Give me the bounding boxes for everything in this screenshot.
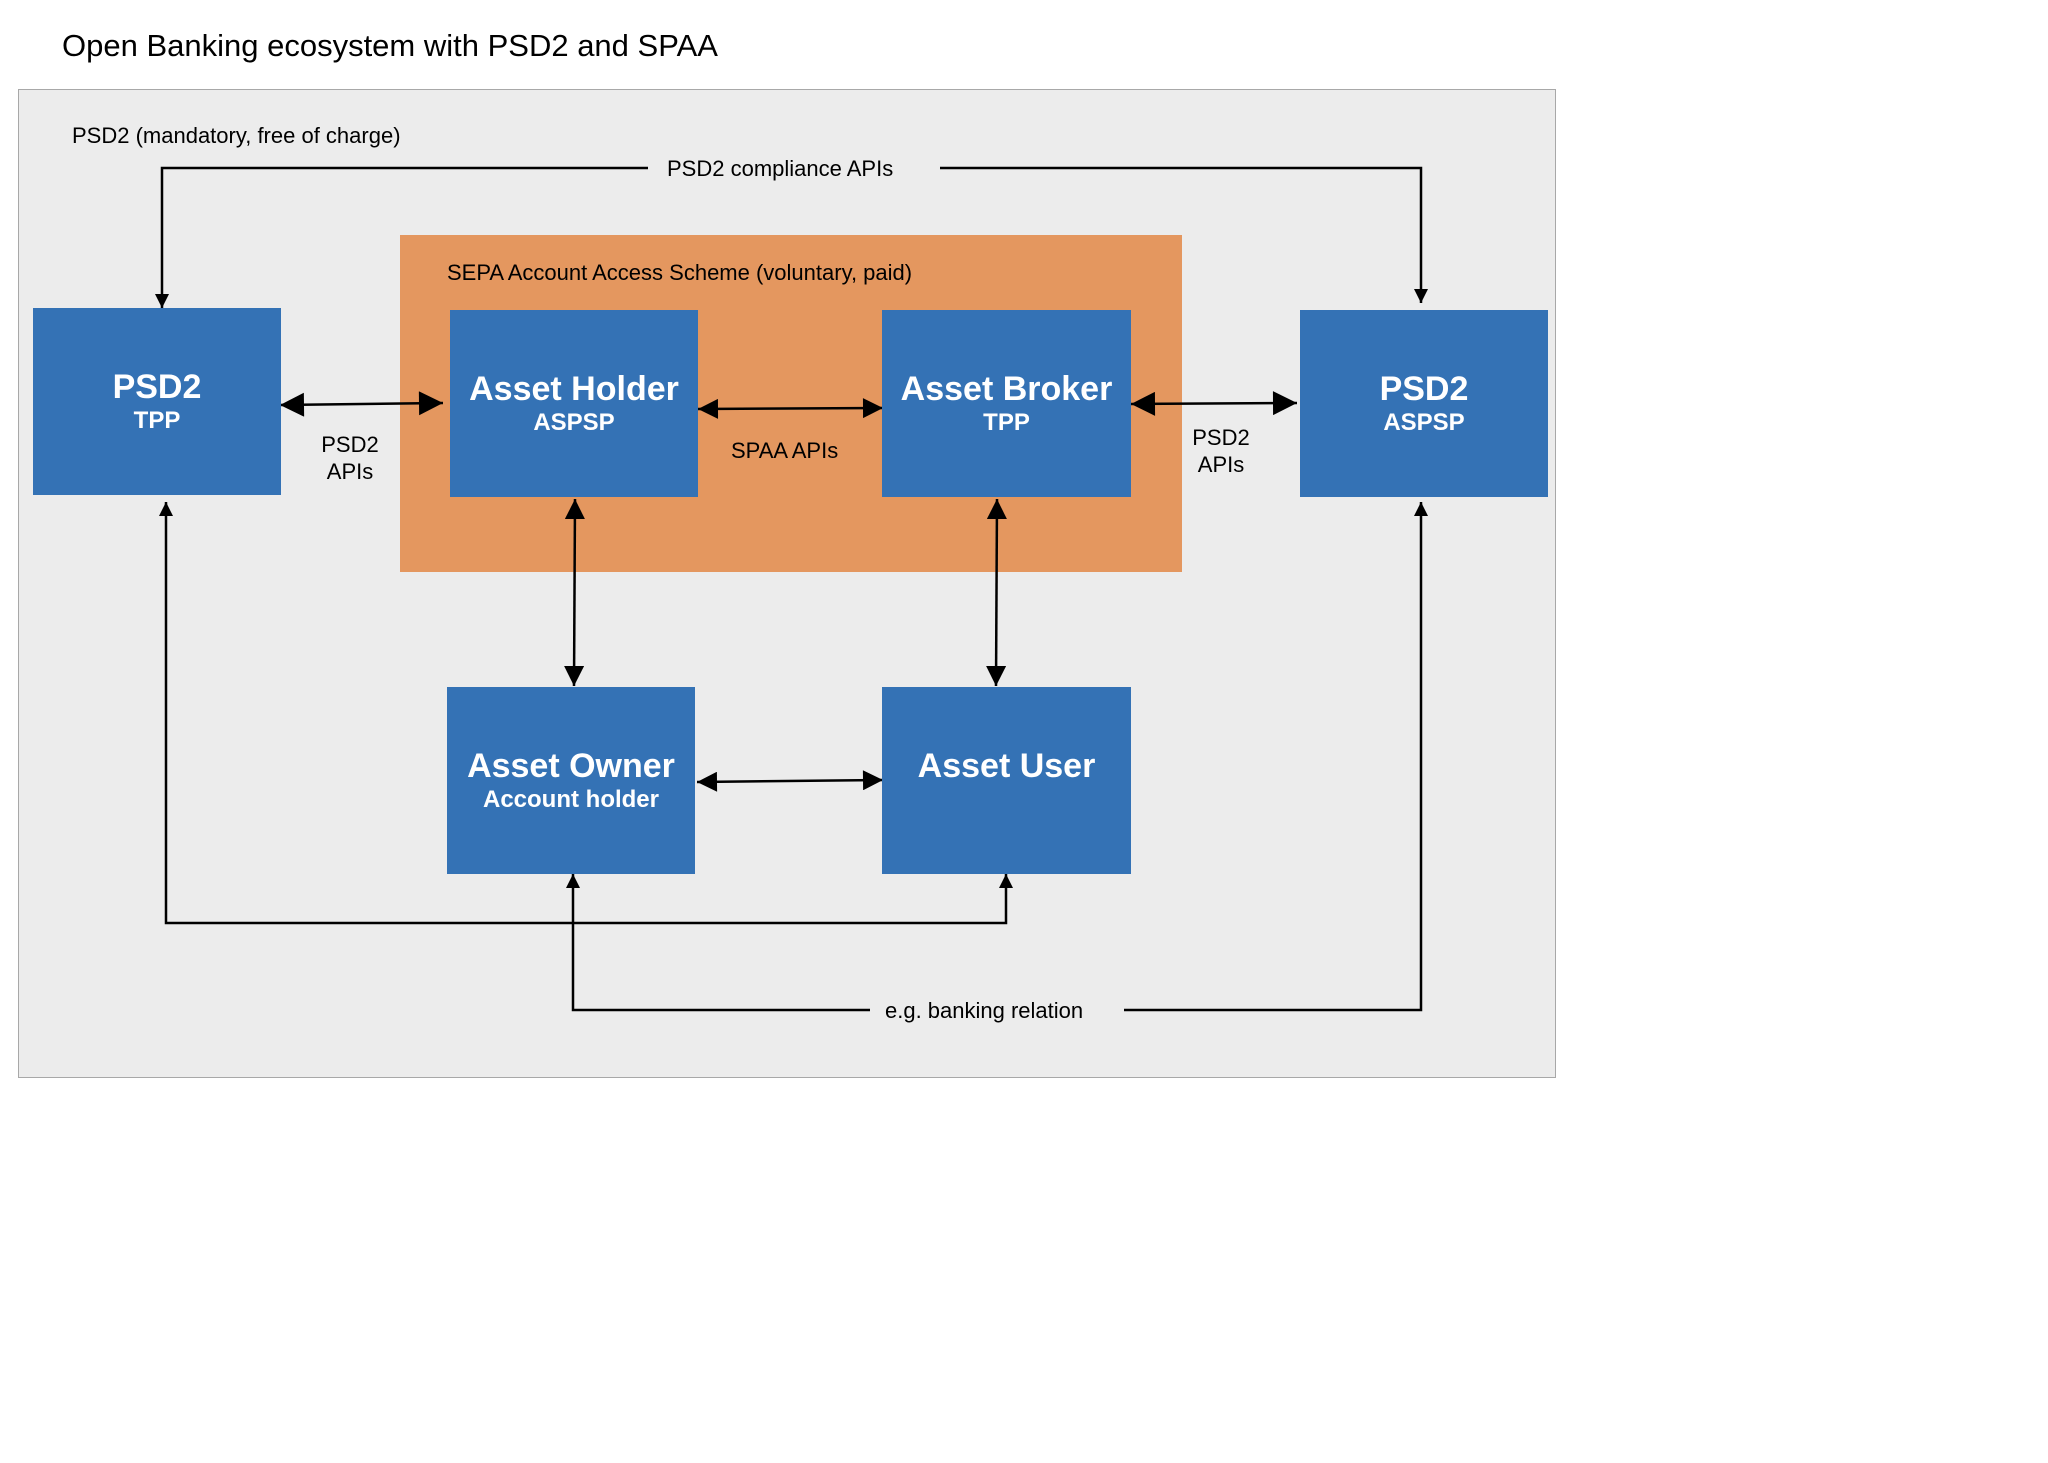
psd2-apis-left-line1: PSD2 bbox=[321, 432, 379, 457]
psd2-aspsp-subtitle: ASPSP bbox=[1383, 408, 1465, 436]
psd2-apis-left-line2: APIs bbox=[326, 459, 374, 484]
psd2-tpp-title: PSD2 bbox=[112, 367, 202, 406]
asset-broker-box: Asset Broker TPP bbox=[882, 310, 1131, 497]
psd2-apis-right-line1: PSD2 bbox=[1192, 425, 1250, 450]
psd2-apis-right-arrow bbox=[1130, 391, 1298, 416]
asset-user-title: Asset User bbox=[917, 747, 1096, 785]
psd2-compliance-line-right bbox=[940, 166, 1428, 303]
banking-relation-line-left bbox=[566, 874, 870, 1012]
spaa-apis-label: SPAA APIs bbox=[731, 438, 839, 463]
psd2-aspsp-box: PSD2 ASPSP bbox=[1300, 310, 1548, 497]
sepa-area-label: SEPA Account Access Scheme (voluntary, p… bbox=[447, 260, 913, 285]
connector-lines bbox=[155, 166, 1428, 1012]
psd2-compliance-apis-label: PSD2 compliance APIs bbox=[667, 156, 894, 181]
asset-holder-box: Asset Holder ASPSP bbox=[450, 310, 698, 497]
owner-user-arrow bbox=[696, 770, 884, 792]
asset-owner-box: Asset Owner Account holder bbox=[447, 687, 695, 874]
banking-relation-line-right bbox=[1124, 502, 1428, 1012]
asset-broker-title: Asset Broker bbox=[900, 369, 1113, 408]
psd2-tpp-subtitle: TPP bbox=[133, 406, 181, 434]
psd2-apis-right-label: PSD2 APIs bbox=[1171, 424, 1271, 478]
holder-owner-arrow bbox=[564, 498, 585, 687]
asset-broker-subtitle: TPP bbox=[983, 408, 1030, 436]
asset-holder-title: Asset Holder bbox=[469, 369, 679, 408]
spaa-apis-arrow bbox=[697, 398, 884, 419]
diagram-title: Open Banking ecosystem with PSD2 and SPA… bbox=[62, 28, 718, 63]
asset-owner-subtitle: Account holder bbox=[482, 785, 659, 813]
psd2-area-label: PSD2 (mandatory, free of charge) bbox=[72, 123, 401, 148]
banking-relation-label: e.g. banking relation bbox=[885, 998, 1084, 1023]
psd2-apis-right-line2: APIs bbox=[1197, 452, 1245, 477]
psd2-aspsp-title: PSD2 bbox=[1379, 369, 1469, 408]
broker-user-arrow bbox=[986, 498, 1007, 687]
asset-user-box: Asset User bbox=[882, 687, 1131, 874]
asset-holder-subtitle: ASPSP bbox=[533, 408, 615, 436]
psd2-tpp-box: PSD2 TPP bbox=[33, 308, 281, 495]
psd2-apis-left-arrow bbox=[279, 391, 444, 417]
psd2-compliance-line-left bbox=[155, 166, 648, 308]
psd2-apis-left-label: PSD2 APIs bbox=[300, 431, 400, 485]
asset-owner-title: Asset Owner bbox=[467, 746, 675, 785]
tpp-user-loop bbox=[159, 502, 1013, 925]
